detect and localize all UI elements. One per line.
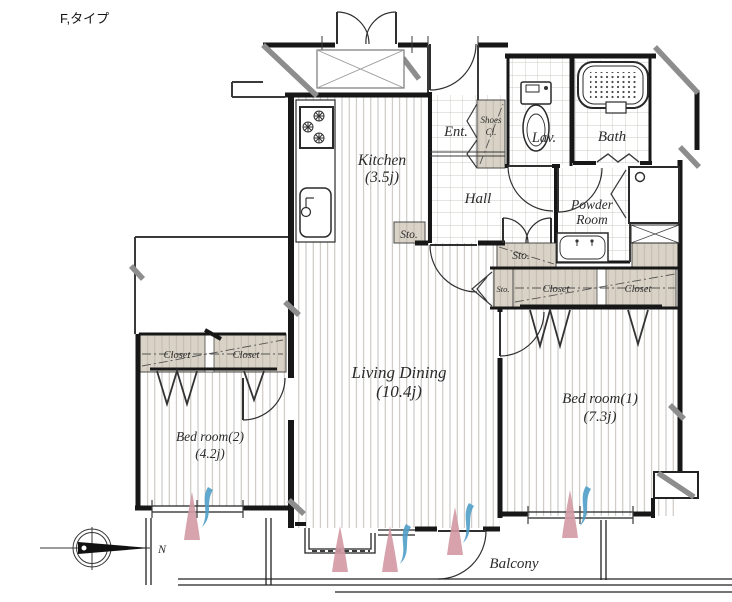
sunlight-icon: [332, 526, 348, 572]
label-living-dining-size: (10.4j): [376, 382, 422, 401]
label-entrance: Ent.: [443, 124, 468, 140]
label-powder-room-2: Room: [575, 212, 608, 227]
label-lavatory: Lav.: [531, 130, 556, 146]
labels: F,タイプ Kitchen (3.5j) Ent. Shoes Cl. Lav.…: [60, 11, 652, 572]
bathtub-texture: [590, 72, 636, 98]
meter-box: [316, 49, 405, 89]
powder-room-door: [557, 167, 603, 213]
label-balcony: Balcony: [489, 556, 538, 572]
label-bedroom2-size: (4.2j): [195, 446, 225, 461]
label-bath: Bath: [598, 129, 626, 145]
stove: [299, 106, 334, 149]
lavatory-door: [507, 165, 554, 212]
airflow-symbols: [184, 486, 591, 572]
hanger-icon: [156, 367, 198, 408]
label-kitchen: Kitchen: [357, 152, 406, 169]
shoes-closet-fold-icon: [466, 103, 478, 169]
bathtub: [577, 61, 649, 114]
closets: [138, 99, 679, 373]
label-powder-room-1: Powder: [570, 197, 614, 212]
label-sto-kitchen: Sto.: [400, 229, 418, 241]
plan-title: F,タイプ: [60, 11, 109, 26]
top-double-door: [321, 11, 413, 53]
hall-floor: [430, 168, 556, 243]
label-bedroom1: Bed room(1): [562, 391, 638, 407]
airflow-icon: [463, 503, 474, 543]
airflow-icon: [400, 524, 411, 564]
label-shoes-closet-2: Cl.: [486, 127, 497, 137]
hall-living-door: [429, 244, 478, 293]
bath-folding-door: [596, 153, 640, 163]
living-bay-window: [304, 528, 415, 554]
balcony: [145, 518, 732, 593]
sto-double-door: [502, 217, 552, 244]
label-closet-b2-right: Closet: [233, 350, 261, 361]
hanger-icon: [243, 370, 265, 403]
sunlight-icon: [382, 526, 398, 572]
airflow-icon: [202, 487, 213, 527]
kitchen-sink: [299, 187, 332, 238]
entrance-step: [430, 151, 505, 157]
fixtures: [156, 49, 680, 408]
compass: N: [40, 527, 167, 570]
sunlight-icon: [562, 490, 578, 538]
bedroom1-floor: [500, 308, 679, 516]
sunlight-icon: [184, 492, 200, 540]
washer-fold-icon: [610, 169, 627, 219]
sunlight-icon: [447, 507, 463, 555]
vanity-sink: [556, 232, 609, 263]
bedroom1-window: [527, 506, 634, 524]
bedroom2-window: [151, 500, 244, 518]
airflow-icon: [580, 486, 591, 526]
label-closet-b1-right: Closet: [625, 284, 653, 295]
toilet: [520, 81, 552, 152]
balcony-door: [437, 530, 487, 580]
hanger-icon: [627, 309, 649, 348]
label-kitchen-size: (3.5j): [365, 169, 399, 186]
sto-fold-icon: [471, 271, 493, 307]
label-living-dining: Living Dining: [351, 363, 447, 382]
label-bedroom1-size: (7.3j): [584, 409, 617, 425]
label-shoes-closet-1: Shoes: [481, 115, 502, 125]
label-bedroom2: Bed room(2): [176, 429, 245, 444]
doors: [242, 11, 640, 580]
label-sto-bedroom1: Sto.: [497, 284, 510, 294]
label-hall: Hall: [464, 191, 492, 207]
compass-needle: [78, 542, 150, 554]
hatches: [128, 43, 701, 517]
compass-north-label: N: [157, 542, 167, 556]
pipe-space-box: [631, 239, 679, 269]
hanger-icon: [529, 306, 571, 350]
label-closet-b2-left: Closet: [164, 350, 192, 361]
label-closet-b1-left: Closet: [543, 284, 571, 295]
bedroom2-door: [242, 377, 286, 421]
washer-counter: [630, 224, 680, 244]
label-sto-hall: Sto.: [512, 250, 530, 262]
entrance-door: [427, 36, 479, 91]
washer-pan: [628, 166, 680, 224]
bedroom1-door: [499, 311, 545, 357]
sto-kitchen-box: [393, 221, 426, 244]
